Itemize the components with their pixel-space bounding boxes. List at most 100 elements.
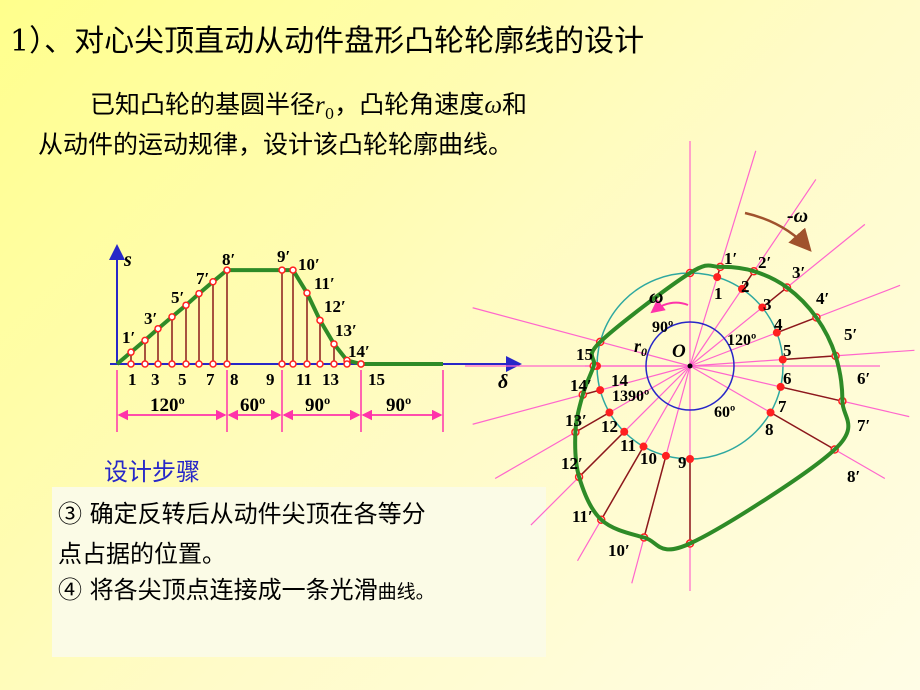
disp-label-12p: 12′: [324, 297, 346, 316]
intro-line-2: 从动件的运动规律，设计该凸轮轮廓曲线。: [38, 130, 514, 159]
disp-point-top-2: [141, 336, 149, 345]
cam-inner-5: 5: [783, 341, 792, 360]
step4-text: ④ 将各尖顶点连接成一条光滑曲线。: [58, 570, 435, 605]
angle-label-90a: 90º: [305, 395, 330, 416]
cam-segment-7: [770, 411, 836, 451]
displacement-curve: [115, 268, 443, 366]
disp-label-8p: 8′: [222, 250, 235, 269]
disp-point-base-14: [343, 360, 351, 368]
disp-point-base-9: [278, 360, 286, 368]
cam-base-point-12: [605, 408, 614, 417]
disp-point-base-15: [357, 360, 365, 368]
disp-label-10p: 10′: [298, 255, 320, 274]
cam-segment-11: [578, 431, 625, 478]
cam-outer-1p: 1′: [724, 249, 737, 268]
cam-inner-12: 12: [601, 417, 618, 436]
disp-point-base-4: [168, 360, 176, 368]
disp-point-base-7: [209, 360, 217, 368]
cam-inner-3: 3: [763, 295, 772, 314]
s-axis-label: s: [123, 249, 132, 271]
disp-label-5p: 5′: [171, 288, 184, 307]
disp-point-top-6: [195, 289, 203, 298]
cam-inner-14: 14: [611, 371, 629, 390]
cam-segment-3: [761, 286, 788, 309]
omega-label: ω: [649, 286, 663, 308]
inner-arc-120: [689, 321, 735, 367]
intro-text-c: 和: [501, 90, 527, 119]
cam-outer-2p: 2′: [758, 253, 771, 272]
cam-inner-2: 2: [741, 277, 750, 296]
cam-segment-6: [780, 386, 843, 402]
cam-segment-4: [776, 316, 817, 334]
disp-point-top-7: [209, 277, 217, 286]
cam-base-point-9: [661, 451, 670, 460]
disp-point-base-6: [195, 360, 203, 368]
disp-label-3p: 3′: [144, 309, 157, 328]
cam-base-point-4: [772, 328, 781, 337]
cam-base-point-7: [766, 408, 775, 417]
cam-base-point-1: [713, 273, 722, 282]
cam-segment-12: [575, 411, 610, 433]
angle-label-120: 120º: [150, 395, 185, 416]
cam-outer-7p: 7′: [857, 416, 870, 435]
cam-outer-4p: 4′: [816, 289, 829, 308]
disp-point-base-13: [330, 360, 338, 368]
cam-inner-6: 6: [783, 369, 792, 388]
cam-inner-11: 11: [620, 436, 636, 455]
cam-inner-7: 7: [778, 397, 787, 416]
step3-text-line2: 点占据的位置。: [58, 540, 226, 568]
intro-line-1: 已知凸轮的基圆半径r0，凸轮角速度ω和: [90, 88, 527, 131]
cam-segment-10: [600, 446, 645, 521]
x-num-15: 15: [368, 370, 385, 389]
radial-line-15: [472, 307, 691, 367]
disp-point-top-3: [154, 324, 162, 333]
x-num-11: 11: [296, 370, 312, 389]
cam-base-point-6: [776, 382, 785, 391]
step3-box: [52, 487, 546, 567]
cam-angle-1390: 1390º: [612, 388, 649, 405]
neg-omega-label: -ω: [787, 205, 808, 227]
angle-label-90b: 90º: [386, 395, 411, 416]
disp-label-7p: 7′: [196, 269, 209, 288]
inner-arc-60: [689, 365, 735, 411]
delta-axis-label: δ: [498, 371, 508, 393]
cam-segment-5: [782, 355, 836, 361]
page-title: 1）、对心尖顶直动从动件盘形凸轮轮廓线的设计: [10, 24, 645, 59]
center-label: O: [672, 341, 686, 362]
x-num-1: 1: [128, 370, 137, 389]
intro-text-b: ，凸轮角速度: [334, 90, 485, 119]
disp-label-9p: 9′: [277, 247, 290, 266]
disp-point-top-5: [182, 301, 190, 309]
disp-point-base-11: [303, 360, 311, 368]
radial-line-1: [689, 150, 757, 367]
disp-point-top-4: [168, 313, 176, 321]
inner-arc-90b: [645, 365, 691, 411]
cam-base-point-10: [639, 442, 648, 451]
cam-marks: [465, 141, 915, 591]
disp-point-base-8: [223, 360, 231, 368]
cam-outer-10p: 10′: [608, 541, 630, 560]
angle-label-60: 60º: [240, 395, 265, 416]
x-num-5: 5: [178, 370, 187, 389]
cam-base-point-11: [620, 427, 629, 436]
disp-point-top-1: [127, 348, 135, 356]
r0-subscript: 0: [324, 105, 335, 123]
cam-inner-1: 1: [714, 284, 723, 303]
disp-label-1p: 1′: [122, 328, 135, 347]
radius-label: r0: [634, 336, 647, 359]
cam-outer-11p: 11′: [572, 507, 593, 526]
cam-base-point-13: [596, 386, 605, 395]
disp-label-13p: 13′: [335, 321, 357, 340]
step4-box: [52, 567, 546, 657]
cam-outer-14p: 14′: [570, 376, 592, 395]
cam-angle-90a: 90º: [652, 319, 673, 336]
displacement-marks: [115, 266, 443, 368]
cam-base-point-8: [686, 455, 694, 463]
disp-point-top-10: [289, 266, 297, 274]
disp-point-top-8: [223, 266, 231, 274]
cam-angle-60: 60º: [714, 404, 735, 421]
disp-point-top-12: [316, 316, 324, 325]
displacement-diagram: s δ 120º 60º 90º 90º 1 3 5 7 8 9 1: [109, 244, 522, 432]
disp-point-top-9: [278, 266, 286, 274]
